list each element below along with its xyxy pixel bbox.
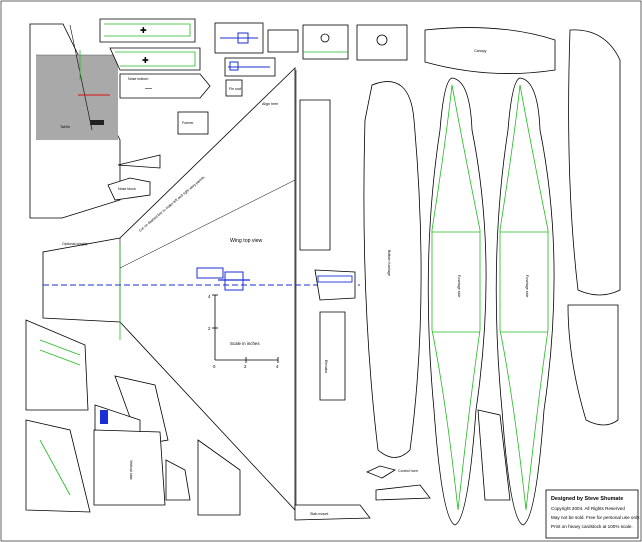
scale-tick-2: 2 [244,364,247,369]
fin-root-label: Fin root [229,87,241,91]
small-rects-left: Former Nose block [107,111,209,201]
former-label: Former [182,121,194,125]
bottom-fuselage [363,81,422,458]
bottom-center-parts: Stab mount Control horn [294,409,511,521]
title-block: Designed by Steve Shumate Copyright 2004… [545,489,640,539]
scale-label: Scale in inches [230,341,260,346]
scale-tick-0: 0 [213,364,216,369]
scale-vtick-4: 4 [208,294,211,299]
nose-bottom-label: Nose bottom [128,77,148,81]
green-note: Align here [262,102,278,106]
vertical-fin-panel: Tail fin [29,23,121,219]
red-marker-3: — [145,85,152,92]
control-horn-label: Control horn [398,469,418,473]
canopy-1 [424,27,556,74]
right-lower-part [567,304,619,426]
title-line-1: Designed by Steve Shumate [551,496,623,502]
elevator-label: Elevator [324,360,328,374]
lower-left-parts: Vertical stab [25,319,241,516]
title-line-3: May not be sold. Free for personal use o… [551,515,640,520]
shaded-area [36,55,118,140]
scale-vtick-2: 2 [208,326,211,331]
control-horn [196,267,250,291]
red-marker-2: ✚ [142,56,149,65]
control-parts: Fin root [214,22,276,97]
title-line-2: Copyright 2004. All Rights Reserved [551,506,625,511]
fuselage-side-a-label: Fuselage side [457,275,461,297]
title-line-4: Print on heavy cardstock at 100% scale. [551,524,633,529]
nose-block-label: Nose block [118,187,136,191]
former-1 [302,24,349,60]
canopy-label: Canopy [474,49,487,53]
optional-wingtip-label: Optional wingtip [62,242,88,246]
scale-bar: Scale in inches 0 2 4 4 2 [208,294,279,369]
bottom-fuselage-label: Bottom fuselage [387,250,391,276]
vertical-stab-label: Vertical stab [129,460,133,480]
elevator-strip: Elevator [299,99,356,401]
stab-strips: ✚ ✚ — Nose bottom [99,18,211,99]
small-square-part [267,29,299,53]
scale-tick-4: 4 [276,364,279,369]
fuselage-side-1: Fuselage side [427,77,487,526]
right-long-part [568,29,621,296]
stab-mount-label: Stab mount [310,512,328,516]
fuselage-side-b-label: Fuselage side [525,275,529,297]
fuselage-side-2: Fuselage side [495,77,555,526]
fin-label: Tail fin [60,125,70,129]
red-marker-1: ✚ [140,26,147,35]
wing-view-label: Wing top view [230,238,263,244]
